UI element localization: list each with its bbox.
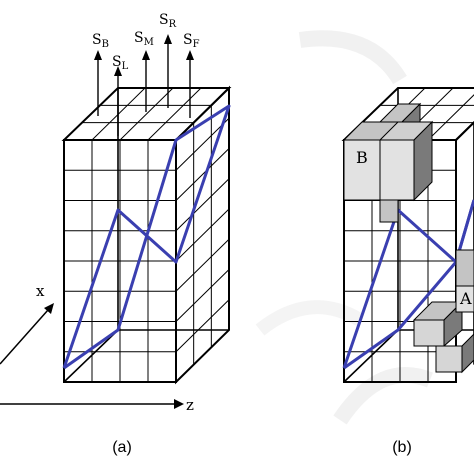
- signal-label-sb: SB: [92, 32, 109, 50]
- panel-b-caption: (b): [392, 439, 412, 456]
- grid-line-top-depth: [119, 87, 174, 141]
- grid-line-side-h: [175, 178, 230, 232]
- signal-label-sf: SF: [183, 32, 200, 50]
- grid-line-side-h: [175, 148, 230, 201]
- panel-b-path: [342, 199, 474, 369]
- z-axis-label: z: [186, 396, 194, 414]
- panel-a-path: [62, 104, 231, 370]
- panel-a-caption: (a): [112, 439, 132, 456]
- x-axis-arrowhead: [44, 303, 54, 314]
- z-axis-arrowhead: [174, 399, 184, 409]
- signal-label-sl: SL: [112, 54, 129, 72]
- grid-line-side-h: [175, 299, 230, 353]
- x-axis-label: x: [36, 282, 45, 300]
- panel-a-grid: [64, 87, 230, 382]
- grid-line-top-depth: [427, 94, 474, 141]
- panel-a-arrowheads: [94, 34, 194, 76]
- signal-label-sm: SM: [134, 30, 154, 48]
- grid-line-top-depth: [147, 87, 202, 141]
- signal-label-sr: SR: [159, 12, 177, 30]
- grid-line-side-h: [175, 208, 230, 262]
- coordinate-axes: [0, 309, 176, 405]
- panel-b-path-return: [343, 199, 474, 370]
- block-b-cluster: [342, 102, 434, 223]
- block-a-cluster: [412, 249, 474, 374]
- panel-a: SB SL SM SR SF (a): [61, 12, 232, 456]
- panel-b: B A (b): [341, 87, 474, 456]
- grid-line-side-h: [175, 117, 230, 171]
- grid-line-side-h: [175, 238, 230, 292]
- panel-a-signal-arrows: [97, 42, 191, 136]
- block-a-label: A: [459, 289, 472, 308]
- watermark: [255, 30, 433, 425]
- block-b-label: B: [356, 148, 368, 167]
- grid-line-side-h: [175, 269, 230, 322]
